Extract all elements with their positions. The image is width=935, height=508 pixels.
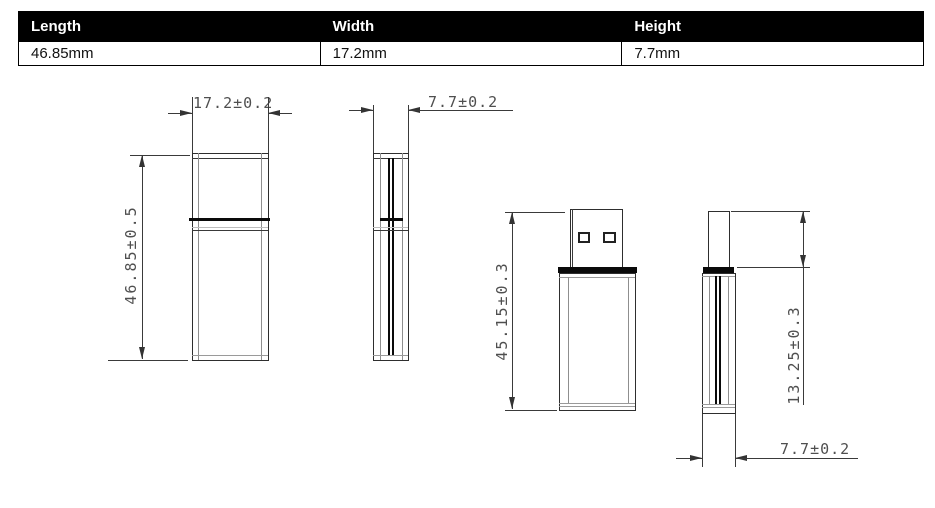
seam-line <box>719 276 721 404</box>
dimension-line <box>512 212 513 409</box>
extension-line <box>130 155 190 156</box>
inner-edge-line <box>628 277 629 403</box>
bottom-band-line <box>559 406 635 407</box>
dimension-spec-table: Length Width Height 46.85mm 17.2mm 7.7mm <box>18 11 924 66</box>
top-band-line <box>192 158 268 159</box>
extension-line <box>373 105 374 153</box>
arrowhead <box>800 255 806 267</box>
top-band-line <box>373 158 408 159</box>
usb-connector-outline <box>708 211 730 269</box>
inner-edge-line <box>728 276 729 404</box>
bottom-band-line <box>702 407 735 408</box>
dimension-line <box>268 113 292 114</box>
connector-contact-hole <box>603 232 616 243</box>
dimension-line-extension <box>803 267 804 405</box>
bottom-band-line <box>702 404 735 405</box>
dimension-line <box>408 110 513 111</box>
arrowhead <box>180 110 192 116</box>
body-length-dimension-label: 45.15±0.3 <box>493 261 511 361</box>
thickness-dimension-label: 7.7±0.2 <box>780 440 851 458</box>
width-value-cell: 17.2mm <box>319 41 623 66</box>
seam-line <box>392 158 394 355</box>
extension-line <box>268 97 269 153</box>
thickness-dimension-label: 7.7±0.2 <box>428 93 499 111</box>
length-dimension-label: 46.85±0.5 <box>122 205 140 305</box>
extension-line <box>108 360 188 361</box>
bottom-band-line <box>192 355 268 356</box>
table-header-row: Length Width Height <box>18 11 924 42</box>
cap-joint-line <box>380 218 403 221</box>
bottom-band-line <box>373 355 408 356</box>
drive-body-outline <box>702 273 736 414</box>
extension-line <box>505 212 565 213</box>
arrowhead <box>509 212 515 224</box>
extension-line <box>735 414 736 467</box>
extension-line <box>192 97 193 153</box>
arrowhead <box>690 455 702 461</box>
width-dimension-label: 17.2±0.2 <box>193 94 274 112</box>
column-header-length: Length <box>18 11 321 42</box>
arrowhead <box>268 110 280 116</box>
cap-joint-line <box>192 227 268 228</box>
cap-joint-line <box>373 227 408 228</box>
inner-edge-line <box>709 276 710 404</box>
connector-collar <box>703 267 734 273</box>
extension-line <box>731 211 810 212</box>
extension-line <box>702 414 703 467</box>
drive-outline <box>192 153 269 361</box>
extension-line <box>408 105 409 153</box>
arrowhead <box>361 107 373 113</box>
inner-edge-line <box>568 277 569 403</box>
drive-body-outline <box>559 273 636 411</box>
arrowhead <box>800 211 806 223</box>
extension-line <box>737 267 810 268</box>
connector-collar <box>558 267 637 273</box>
dimension-line <box>803 211 804 267</box>
seam-line <box>715 276 717 404</box>
extension-line <box>505 410 557 411</box>
drive-outline <box>373 153 409 361</box>
arrowhead <box>139 347 145 359</box>
dimension-line <box>676 458 702 459</box>
cap-joint-line <box>189 218 270 221</box>
bottom-band-line <box>559 403 635 404</box>
cap-joint-line <box>373 230 408 231</box>
inner-edge-line <box>380 153 381 360</box>
arrowhead <box>139 155 145 167</box>
inner-edge-line <box>198 153 199 360</box>
seam-line <box>388 158 390 355</box>
height-value-cell: 7.7mm <box>621 41 924 66</box>
table-value-row: 46.85mm 17.2mm 7.7mm <box>18 41 924 66</box>
dimension-line <box>142 155 143 359</box>
connector-contact-hole <box>578 232 590 243</box>
inner-edge-line <box>261 153 262 360</box>
connector-edge-line <box>572 209 573 267</box>
top-band-line <box>702 276 735 277</box>
arrowhead <box>509 397 515 409</box>
top-band-line <box>559 277 635 278</box>
inner-edge-line <box>402 153 403 360</box>
cap-joint-line <box>192 230 268 231</box>
length-value-cell: 46.85mm <box>18 41 321 66</box>
dimension-line <box>735 458 858 459</box>
connector-length-dimension-label: 13.25±0.3 <box>785 305 803 405</box>
